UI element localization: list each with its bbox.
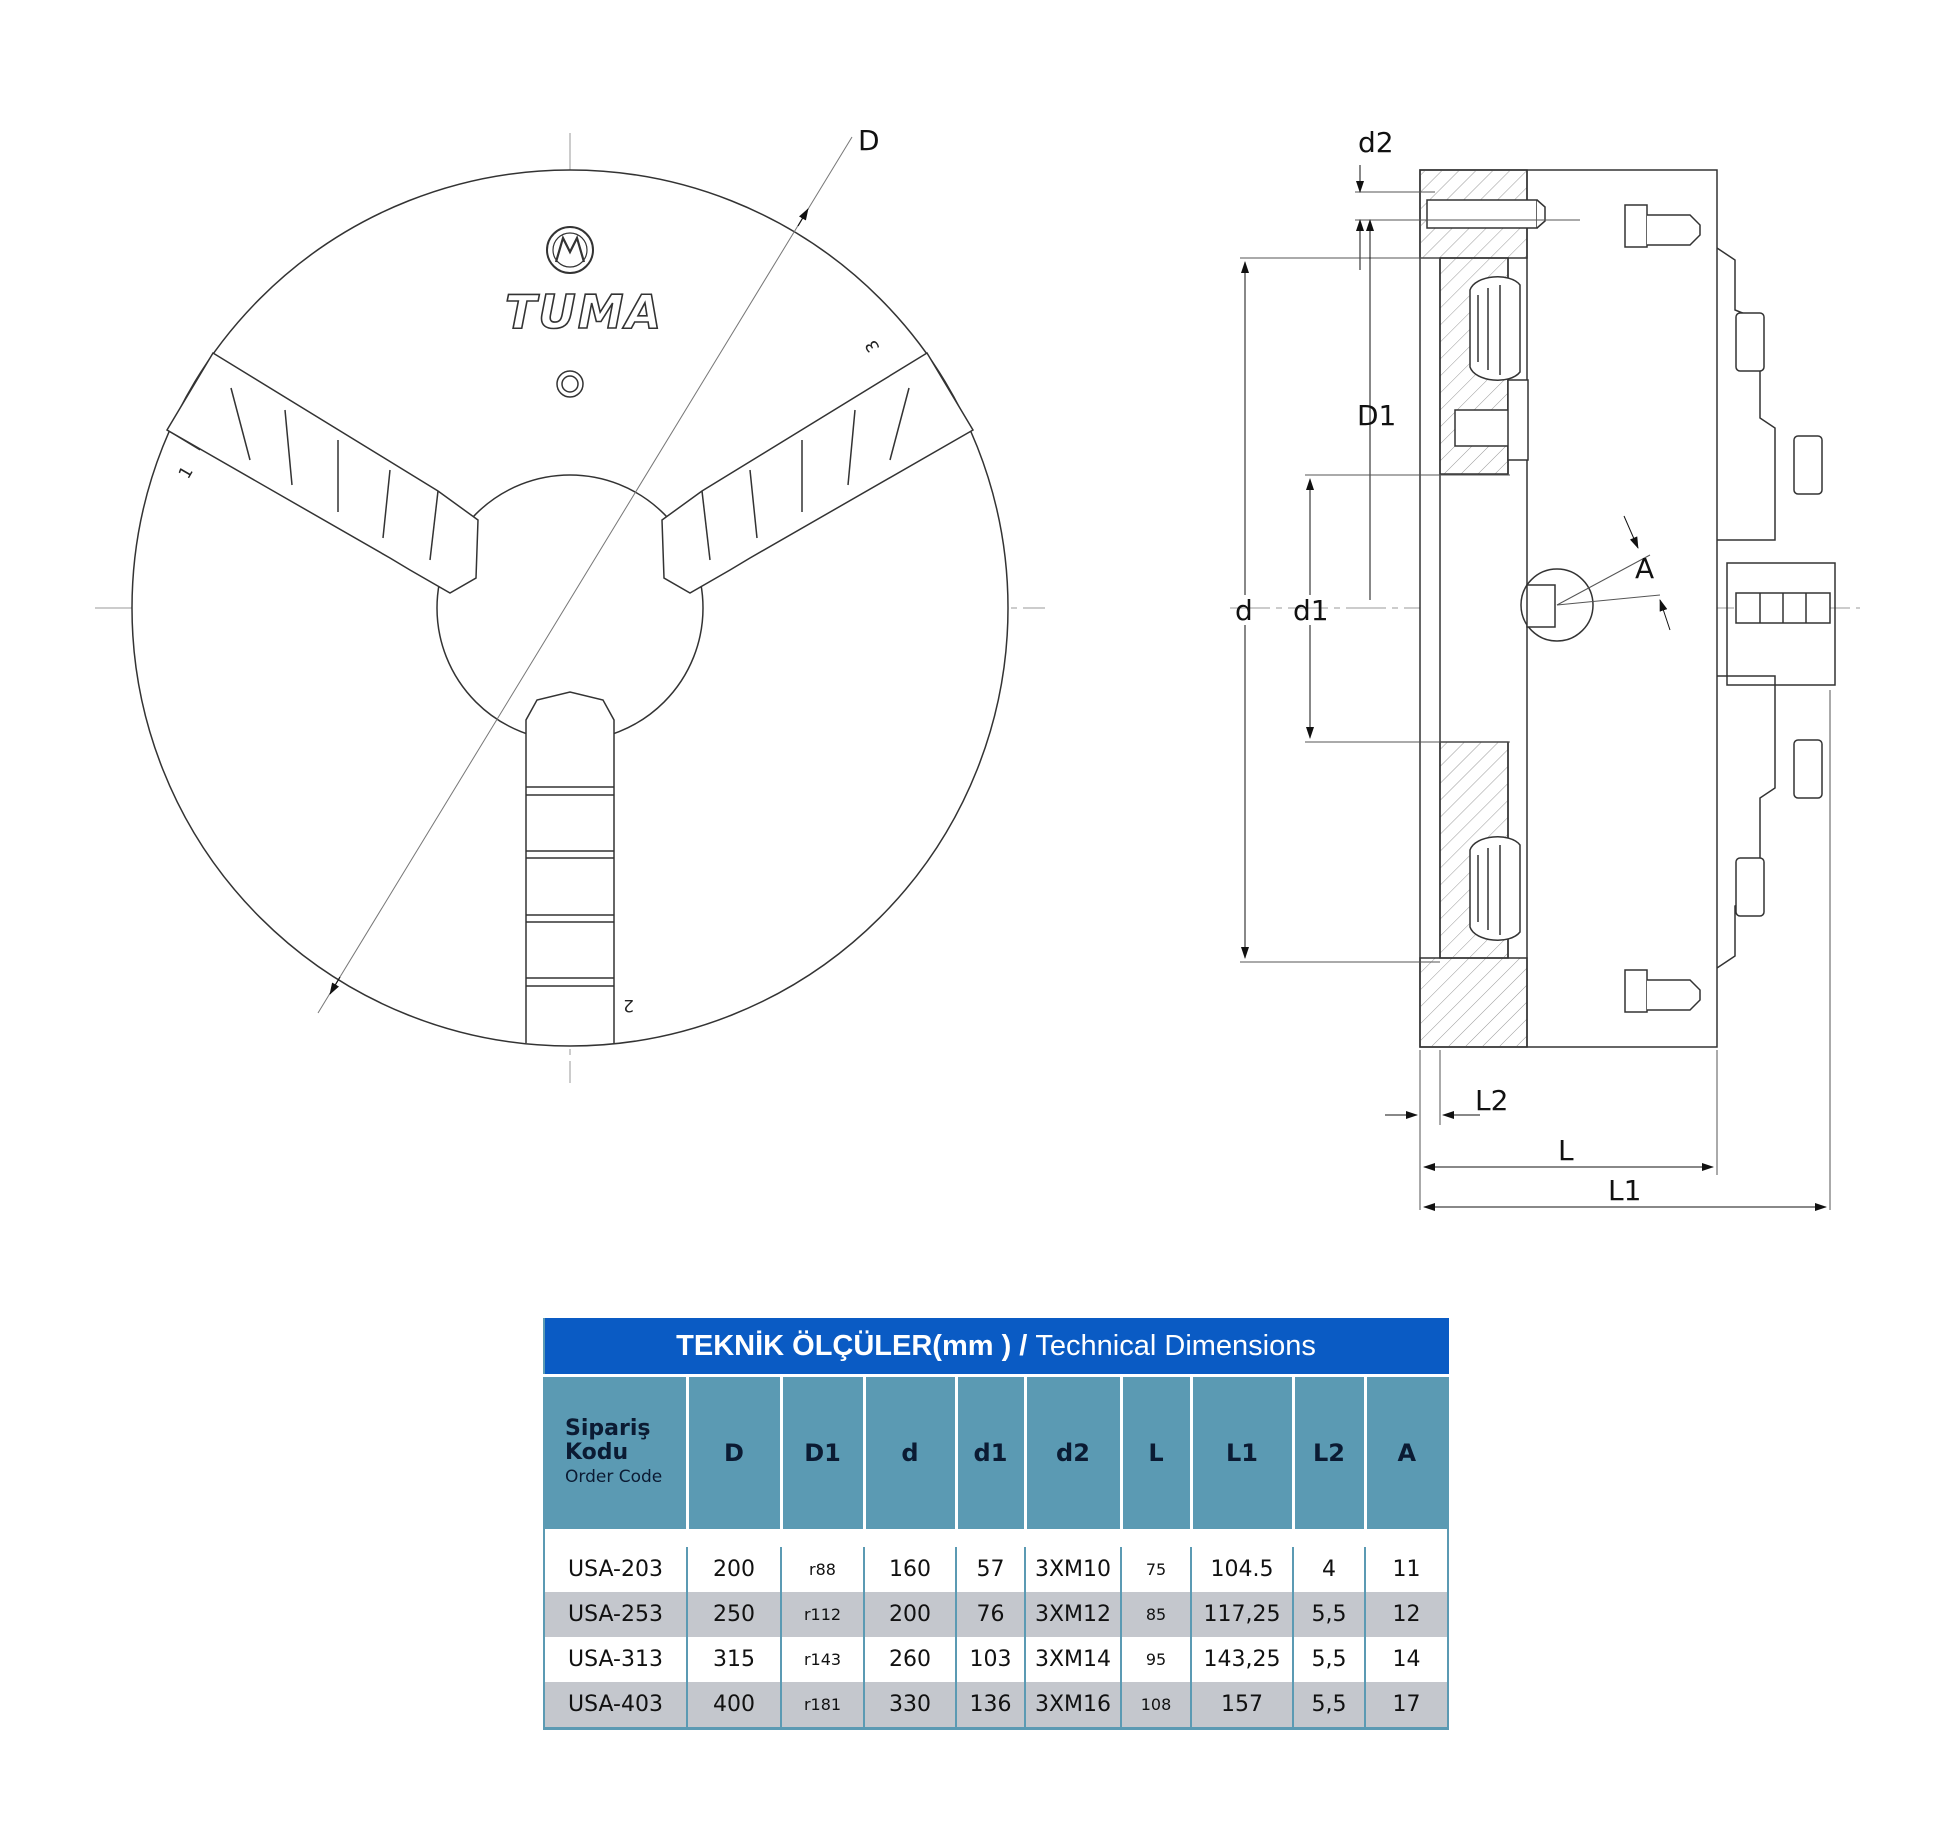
dim-label-L1: L1 bbox=[1608, 1174, 1641, 1207]
cell-D: 200 bbox=[687, 1547, 782, 1592]
column-header-A: A bbox=[1365, 1374, 1450, 1529]
cell-L2: 5,5 bbox=[1293, 1637, 1366, 1682]
order-code-cell: USA-253 bbox=[543, 1592, 688, 1637]
cell-A: 11 bbox=[1365, 1547, 1450, 1592]
dim-label-d2: d2 bbox=[1358, 126, 1394, 159]
cell-d2: 3XM14 bbox=[1025, 1637, 1122, 1682]
dim-label-d1: d1 bbox=[1293, 594, 1329, 627]
cell-D1: r181 bbox=[781, 1682, 865, 1730]
table-title-en: Technical Dimensions bbox=[1035, 1329, 1316, 1362]
scroll-gear-top bbox=[1469, 276, 1521, 381]
cell-D: 315 bbox=[687, 1637, 782, 1682]
front-view bbox=[95, 133, 1045, 1083]
cell-A: 12 bbox=[1365, 1592, 1450, 1637]
order-code-cell: USA-313 bbox=[543, 1637, 688, 1682]
table-spacer bbox=[542, 1529, 1450, 1547]
order-code-label-tr-1: Sipariş bbox=[565, 1416, 651, 1441]
dim-label-d: d bbox=[1235, 594, 1253, 627]
brand-text: TUMA bbox=[505, 285, 663, 339]
column-header-order-code: Sipariş Kodu Order Code bbox=[543, 1374, 689, 1529]
order-code-label-en: Order Code bbox=[565, 1467, 663, 1487]
cell-d2: 3XM16 bbox=[1025, 1682, 1122, 1730]
cell-d1: 103 bbox=[956, 1637, 1026, 1682]
cell-d: 260 bbox=[864, 1637, 957, 1682]
cell-d2: 3XM12 bbox=[1025, 1592, 1122, 1637]
column-header-L: L bbox=[1121, 1374, 1193, 1529]
table-row: USA-253 250 r112 200 76 3XM12 85 117,25 … bbox=[543, 1592, 1450, 1637]
cell-D1: r88 bbox=[781, 1547, 865, 1592]
cell-d1: 57 bbox=[956, 1547, 1026, 1592]
table-header-row: Sipariş Kodu Order Code D D1 d d1 d2 L L… bbox=[543, 1374, 1450, 1529]
table-title-tr: TEKNİK ÖLÇÜLER(mm ) bbox=[676, 1329, 1012, 1362]
cell-d: 330 bbox=[864, 1682, 957, 1730]
jaw-fingers bbox=[1726, 312, 1836, 917]
jaw-1 bbox=[165, 351, 479, 594]
table-row: USA-403 400 r181 330 136 3XM16 108 157 5… bbox=[543, 1682, 1450, 1730]
cell-L2: 5,5 bbox=[1293, 1592, 1366, 1637]
column-header-L2: L2 bbox=[1293, 1374, 1367, 1529]
key-hole bbox=[556, 370, 584, 398]
table-row: USA-313 315 r143 260 103 3XM14 95 143,25… bbox=[543, 1637, 1450, 1682]
brand-logo bbox=[546, 226, 594, 274]
table-title: TEKNİK ÖLÇÜLER(mm ) / Technical Dimensio… bbox=[542, 1318, 1450, 1376]
jaw-3 bbox=[661, 351, 975, 594]
order-code-label-tr-2: Kodu bbox=[565, 1440, 629, 1465]
table-row: USA-203 200 r88 160 57 3XM10 75 104.5 4 … bbox=[543, 1547, 1450, 1592]
dimension-lines bbox=[1240, 165, 1831, 1211]
column-header-L1: L1 bbox=[1191, 1374, 1295, 1529]
jaw-number-2: 2 bbox=[623, 995, 634, 1015]
cell-L: 85 bbox=[1121, 1592, 1192, 1637]
column-header-d2: d2 bbox=[1025, 1374, 1123, 1529]
column-header-D1: D1 bbox=[781, 1374, 866, 1529]
order-code-cell: USA-403 bbox=[543, 1682, 688, 1730]
column-header-d1: d1 bbox=[956, 1374, 1027, 1529]
dim-label-A: A bbox=[1635, 552, 1654, 585]
side-view bbox=[1230, 169, 1860, 1048]
cell-D1: r112 bbox=[781, 1592, 865, 1637]
cell-L1: 104.5 bbox=[1191, 1547, 1294, 1592]
cell-d1: 136 bbox=[956, 1682, 1026, 1730]
cell-D: 250 bbox=[687, 1592, 782, 1637]
cell-D: 400 bbox=[687, 1682, 782, 1730]
table-title-separator: / bbox=[1011, 1329, 1036, 1362]
dim-label-L2: L2 bbox=[1475, 1084, 1508, 1117]
dim-label-D: D bbox=[858, 124, 880, 157]
cell-d1: 76 bbox=[956, 1592, 1026, 1637]
jaw-2 bbox=[525, 691, 615, 1043]
cell-L1: 157 bbox=[1191, 1682, 1294, 1730]
cell-A: 17 bbox=[1365, 1682, 1450, 1730]
cell-L: 95 bbox=[1121, 1637, 1192, 1682]
cell-d: 160 bbox=[864, 1547, 957, 1592]
cell-D1: r143 bbox=[781, 1637, 865, 1682]
cell-L: 75 bbox=[1121, 1547, 1192, 1592]
cell-L: 108 bbox=[1121, 1682, 1192, 1730]
cell-L2: 5,5 bbox=[1293, 1682, 1366, 1730]
cell-d2: 3XM10 bbox=[1025, 1547, 1122, 1592]
column-header-d: d bbox=[864, 1374, 958, 1529]
column-header-D: D bbox=[687, 1374, 783, 1529]
cell-L2: 4 bbox=[1293, 1547, 1366, 1592]
order-code-cell: USA-203 bbox=[543, 1547, 688, 1592]
cell-A: 14 bbox=[1365, 1637, 1450, 1682]
dim-label-L: L bbox=[1558, 1134, 1574, 1167]
dim-label-D1: D1 bbox=[1357, 399, 1396, 432]
cell-L1: 117,25 bbox=[1191, 1592, 1294, 1637]
technical-drawing: TUMA 1 2 3 D bbox=[95, 124, 1860, 1211]
scroll-gear-bottom bbox=[1469, 836, 1521, 941]
technical-dimensions-table: TEKNİK ÖLÇÜLER(mm ) / Technical Dimensio… bbox=[542, 1318, 1450, 1730]
cell-L1: 143,25 bbox=[1191, 1637, 1294, 1682]
cell-d: 200 bbox=[864, 1592, 957, 1637]
